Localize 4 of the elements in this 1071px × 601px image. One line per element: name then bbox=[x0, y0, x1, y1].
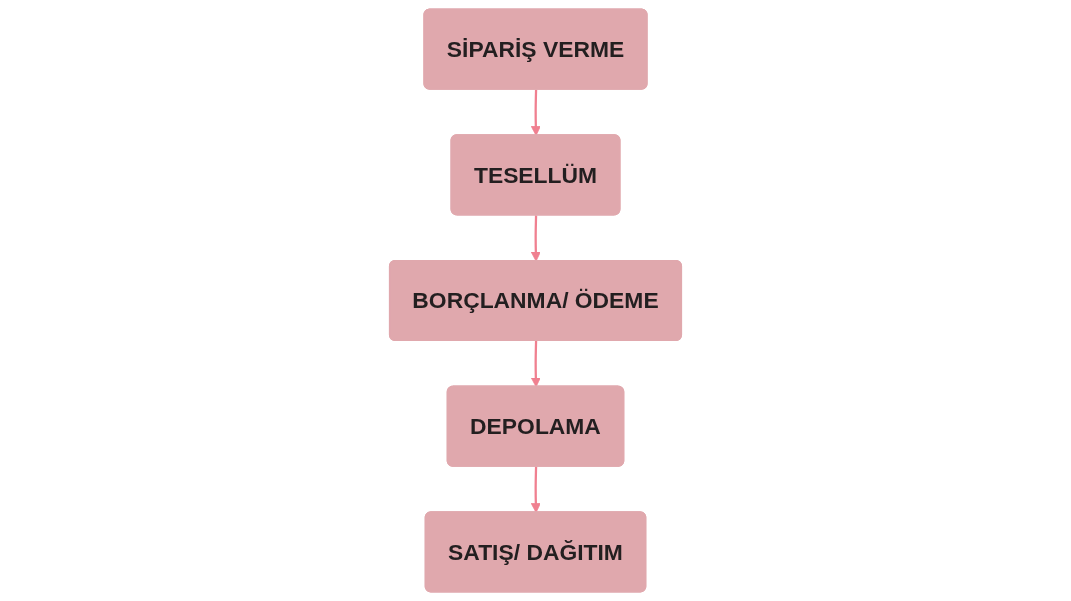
arrow bbox=[530, 341, 541, 388]
arrow bbox=[530, 89, 541, 136]
arrow bbox=[530, 466, 541, 513]
arrow bbox=[530, 215, 541, 262]
